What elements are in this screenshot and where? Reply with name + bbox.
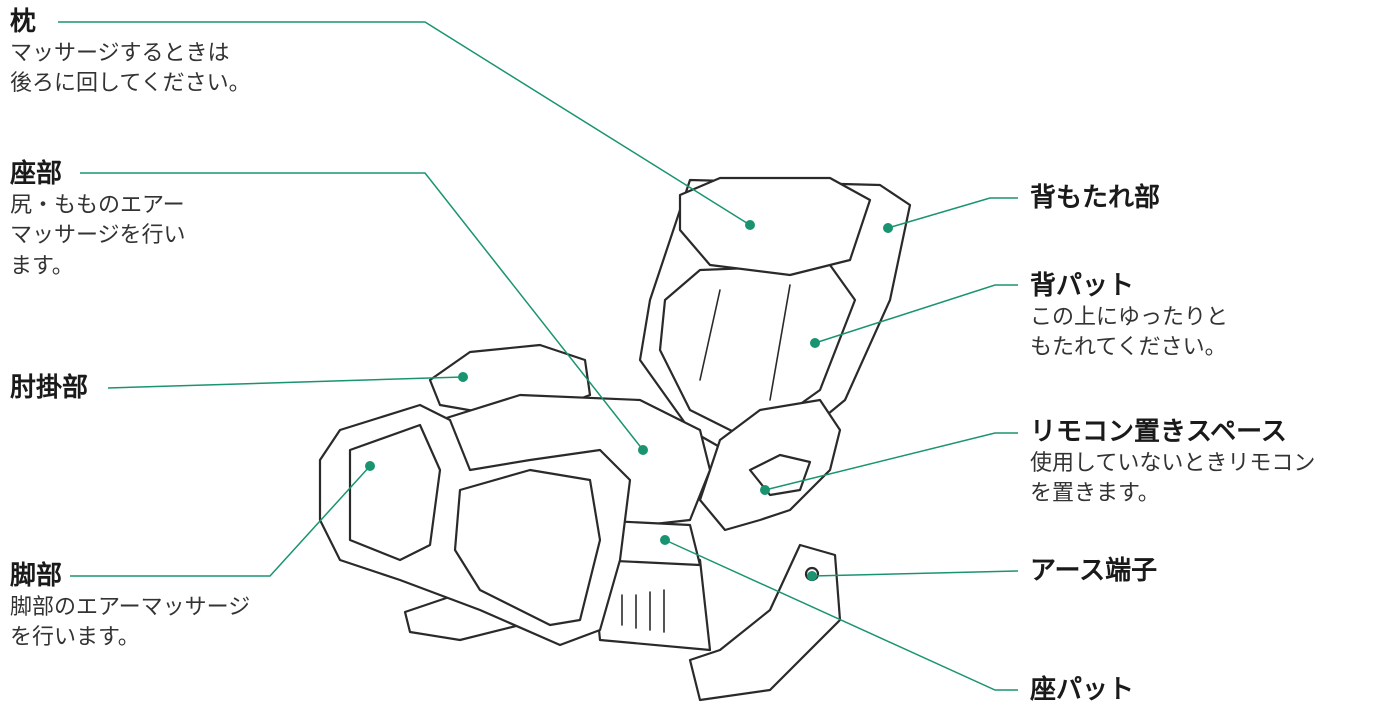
marker-zapad bbox=[660, 535, 670, 545]
label-zapad: 座パット bbox=[1030, 674, 1134, 707]
leader-hijikake bbox=[107, 376, 464, 389]
label-kyakubu-line-2: を行います。 bbox=[10, 625, 140, 651]
label-zapad-title: 座パット bbox=[1030, 675, 1135, 705]
label-sepad-line-2: もたれてください。 bbox=[1030, 335, 1227, 361]
label-zabu-title: 座部 bbox=[10, 159, 63, 189]
label-zabu-line-1: 尻・もものエアー bbox=[10, 192, 185, 218]
marker-hijikake bbox=[458, 372, 468, 382]
backrest-seam-2 bbox=[769, 284, 791, 401]
label-kyakubu: 脚部 脚部のエアーマッサージ を行います。 bbox=[10, 560, 250, 654]
label-sepad-title: 背パット bbox=[1030, 271, 1135, 301]
leader-makura bbox=[58, 21, 751, 226]
label-remocon-line-2: を置きます。 bbox=[1030, 481, 1160, 507]
marker-semotare bbox=[883, 223, 893, 233]
leader-kyakubu bbox=[70, 465, 371, 577]
label-hijikake-title: 肘掛部 bbox=[10, 373, 89, 403]
leg-groove-right bbox=[453, 468, 602, 627]
label-kyakubu-title: 脚部 bbox=[10, 561, 63, 591]
label-semotare: 背もたれ部 bbox=[1030, 182, 1160, 215]
label-zabu: 座部 尻・もものエアー マッサージを行い ます。 bbox=[10, 158, 186, 283]
label-hijikake: 肘掛部 bbox=[10, 372, 88, 405]
leg-groove-left bbox=[348, 423, 442, 562]
label-remocon-line-1: 使用していないときリモコン bbox=[1030, 450, 1316, 476]
label-remocon: リモコン置きスペース 使用していないときリモコン を置きます。 bbox=[1030, 416, 1315, 510]
marker-zabu bbox=[638, 445, 648, 455]
label-makura: 枕 マッサージするときは 後ろに回してください。 bbox=[10, 6, 251, 100]
label-zabu-line-3: ます。 bbox=[10, 254, 74, 280]
label-sepad-line-1: この上にゆったりと bbox=[1030, 304, 1229, 330]
marker-sepad bbox=[810, 338, 820, 348]
leader-earth bbox=[811, 570, 1019, 577]
label-earth: アース端子 bbox=[1030, 555, 1157, 588]
leader-semotare bbox=[887, 197, 1018, 229]
marker-makura bbox=[745, 220, 755, 230]
marker-remocon bbox=[760, 485, 770, 495]
label-makura-line-1: マッサージするときは bbox=[10, 40, 230, 66]
label-semotare-title: 背もたれ部 bbox=[1030, 183, 1161, 213]
label-earth-title: アース端子 bbox=[1030, 556, 1158, 586]
leader-remocon bbox=[764, 432, 1018, 491]
pillow bbox=[678, 176, 872, 277]
label-remocon-title: リモコン置きスペース bbox=[1030, 417, 1287, 447]
marker-kyakubu bbox=[365, 461, 375, 471]
label-makura-line-2: 後ろに回してください。 bbox=[10, 71, 251, 97]
label-kyakubu-line-1: 脚部のエアーマッサージ bbox=[10, 594, 251, 620]
leader-zabu bbox=[80, 172, 644, 451]
label-zabu-line-2: マッサージを行い bbox=[10, 223, 186, 249]
label-makura-title: 枕 bbox=[10, 7, 37, 37]
label-sepad: 背パット この上にゆったりと もたれてください。 bbox=[1030, 270, 1228, 364]
chair-base bbox=[688, 543, 842, 702]
marker-earth bbox=[807, 571, 817, 581]
leader-zapad bbox=[664, 539, 1018, 691]
leader-sepad bbox=[814, 284, 1018, 344]
backrest-seam bbox=[699, 289, 721, 381]
